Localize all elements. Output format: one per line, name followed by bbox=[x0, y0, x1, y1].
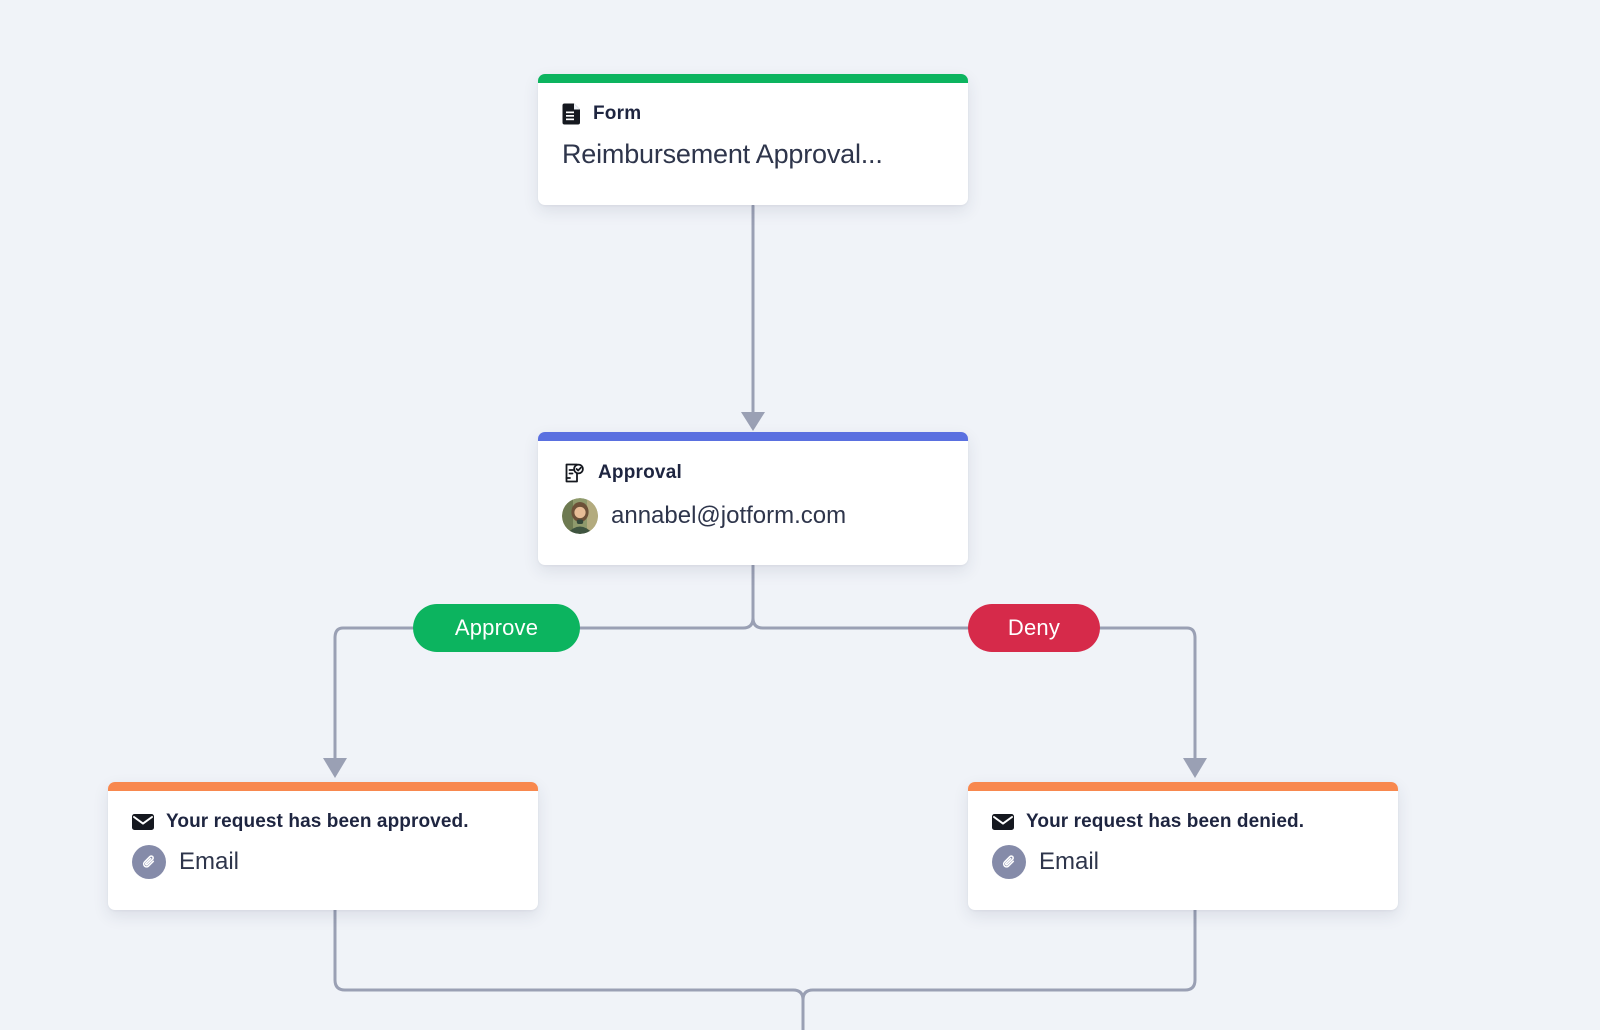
email-channel-label: Email bbox=[1039, 848, 1100, 875]
node-email-approved[interactable]: Your request has been approved. Email bbox=[108, 782, 538, 910]
form-type-label: Form bbox=[593, 103, 642, 124]
email-denied-accent-bar bbox=[968, 782, 1398, 791]
assignee-avatar bbox=[562, 498, 598, 534]
email-channel-label: Email bbox=[179, 848, 240, 875]
branch-deny-pill[interactable]: Deny bbox=[968, 604, 1100, 652]
email-subject: Your request has been approved. bbox=[166, 811, 469, 832]
node-form[interactable]: Form Reimbursement Approval... bbox=[538, 74, 968, 205]
approval-accent-bar bbox=[538, 432, 968, 441]
form-title: Reimbursement Approval... bbox=[562, 139, 883, 169]
approval-type-label: Approval bbox=[598, 462, 682, 483]
email-approved-accent-bar bbox=[108, 782, 538, 791]
document-icon bbox=[562, 103, 581, 125]
approval-stamp-icon bbox=[562, 461, 586, 485]
branch-approve-pill[interactable]: Approve bbox=[413, 604, 580, 652]
paperclip-icon bbox=[992, 845, 1026, 879]
email-subject: Your request has been denied. bbox=[1026, 811, 1305, 832]
form-accent-bar bbox=[538, 74, 968, 83]
envelope-icon bbox=[992, 814, 1014, 830]
assignee-email: annabel@jotform.com bbox=[611, 502, 847, 529]
node-email-denied[interactable]: Your request has been denied. Email bbox=[968, 782, 1398, 910]
node-approval[interactable]: Approval bbox=[538, 432, 968, 565]
envelope-icon bbox=[132, 814, 154, 830]
paperclip-icon bbox=[132, 845, 166, 879]
